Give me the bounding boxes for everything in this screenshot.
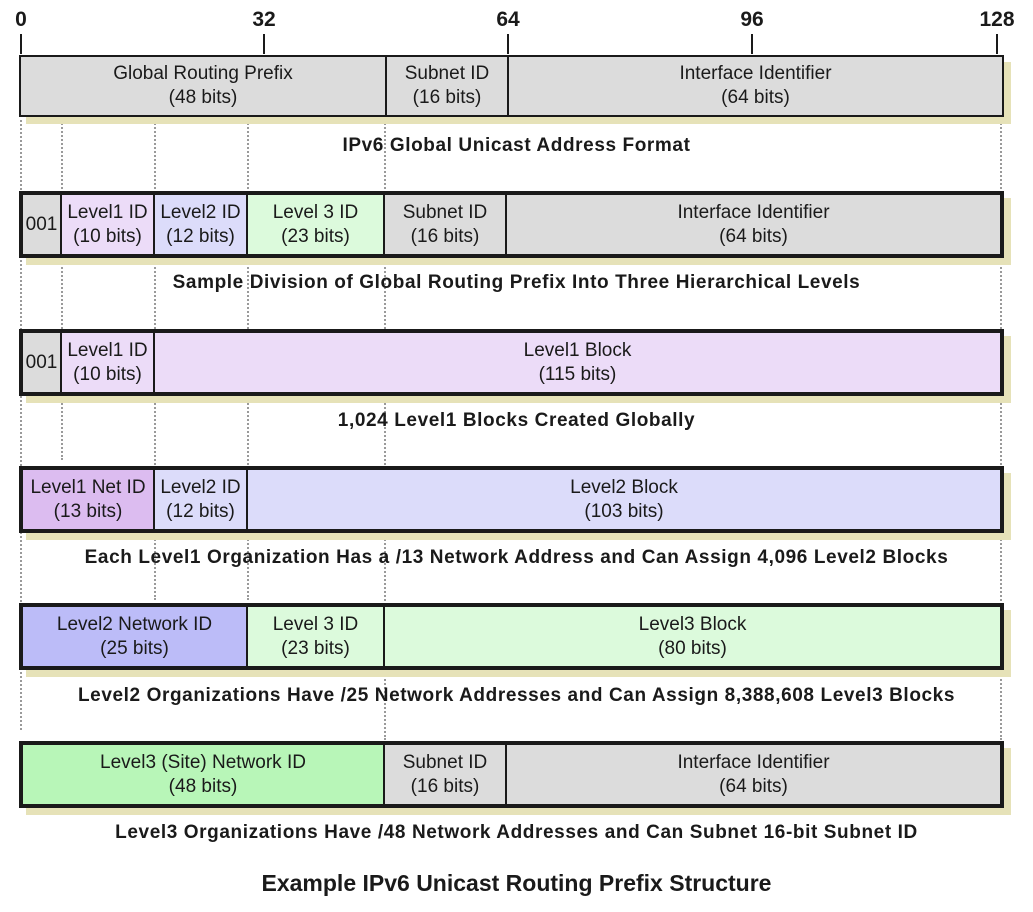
segment-level2-id: Level2 ID (12 bits) <box>155 470 248 529</box>
row-level3-site-network: Level3 (Site) Network ID (48 bits) Subne… <box>19 741 1011 815</box>
segment-bits: (48 bits) <box>168 87 238 108</box>
segment-label: Level2 Network ID <box>56 613 213 635</box>
scale-label-32: 32 <box>252 8 276 31</box>
scale-label-96: 96 <box>740 8 764 31</box>
segment-label: Level1 Net ID <box>30 476 146 498</box>
segment-bits: (25 bits) <box>100 637 169 659</box>
segment-label: Level 3 ID <box>272 201 359 223</box>
segment-label: Subnet ID <box>404 63 490 84</box>
segment-level1-id: Level1 ID (10 bits) <box>62 333 155 392</box>
segment-label: 001 <box>25 351 58 373</box>
scale-tick-64 <box>507 34 509 54</box>
segment-level1-net-id: Level1 Net ID (13 bits) <box>23 470 155 529</box>
address-bar: Level2 Network ID (25 bits) Level 3 ID (… <box>19 603 1004 670</box>
segment-bits: (23 bits) <box>281 637 350 659</box>
segment-bits: (13 bits) <box>53 500 123 522</box>
segment-label: Level2 ID <box>160 201 241 223</box>
segment-bits: (10 bits) <box>73 363 142 385</box>
segment-bits: (23 bits) <box>281 225 350 247</box>
segment-label: Level1 ID <box>67 339 148 361</box>
segment-level2-network-id: Level2 Network ID (25 bits) <box>23 607 248 666</box>
segment-subnet-id: Subnet ID (16 bits) <box>387 57 509 115</box>
segment-level2-id: Level2 ID (12 bits) <box>155 195 248 254</box>
segment-interface-identifier: Interface Identifier (64 bits) <box>507 745 1000 804</box>
scale-label-64: 64 <box>496 8 520 31</box>
segment-bits: (64 bits) <box>719 775 788 797</box>
segment-label: Interface Identifier <box>677 201 830 223</box>
address-bar: Level1 Net ID (13 bits) Level2 ID (12 bi… <box>19 466 1004 533</box>
segment-subnet-id: Subnet ID (16 bits) <box>385 195 507 254</box>
segment-prefix-001: 001 <box>23 333 62 392</box>
segment-label: Subnet ID <box>402 201 488 223</box>
segment-label: Level 3 ID <box>272 613 359 635</box>
segment-interface-identifier: Interface Identifier (64 bits) <box>507 195 1000 254</box>
scale-tick-96 <box>751 34 753 54</box>
segment-bits: (64 bits) <box>721 87 790 108</box>
segment-bits: (16 bits) <box>412 87 482 108</box>
segment-bits: (10 bits) <box>73 225 142 247</box>
scale-tick-128 <box>996 34 998 54</box>
scale-label-128: 128 <box>979 8 1015 31</box>
segment-label: Interface Identifier <box>677 751 830 773</box>
row-caption: Sample Division of Global Routing Prefix… <box>172 272 861 293</box>
segment-interface-identifier: Interface Identifier (64 bits) <box>509 57 1002 115</box>
segment-label: Subnet ID <box>402 751 488 773</box>
segment-label: Level3 Block <box>638 613 747 635</box>
segment-bits: (12 bits) <box>166 500 235 522</box>
segment-label: Interface Identifier <box>679 63 832 84</box>
scale-tick-0 <box>20 34 22 54</box>
segment-label: Level1 Block <box>523 339 632 361</box>
row-caption: Level3 Organizations Have /48 Network Ad… <box>115 822 918 843</box>
segment-bits: (12 bits) <box>166 225 235 247</box>
row-sample-division: 001 Level1 ID (10 bits) Level2 ID (12 bi… <box>19 191 1011 265</box>
segment-label: Level2 ID <box>160 476 241 498</box>
segment-bits: (64 bits) <box>719 225 788 247</box>
segment-level2-block: Level2 Block (103 bits) <box>248 470 1000 529</box>
segment-subnet-id: Subnet ID (16 bits) <box>385 745 507 804</box>
segment-label: Level3 (Site) Network ID <box>100 751 306 773</box>
segment-bits: (16 bits) <box>410 225 480 247</box>
address-bar: Level3 (Site) Network ID (48 bits) Subne… <box>19 741 1004 808</box>
segment-level3-site-network-id: Level3 (Site) Network ID (48 bits) <box>23 745 385 804</box>
scale-tick-32 <box>263 34 265 54</box>
row-caption: Level2 Organizations Have /25 Network Ad… <box>77 685 956 706</box>
segment-level3-id: Level 3 ID (23 bits) <box>248 607 385 666</box>
segment-prefix-001: 001 <box>23 195 62 254</box>
address-bar: Global Routing Prefix (48 bits) Subnet I… <box>19 55 1004 117</box>
segment-bits: (115 bits) <box>538 363 617 385</box>
segment-level3-id: Level 3 ID (23 bits) <box>248 195 385 254</box>
segment-level1-id: Level1 ID (10 bits) <box>62 195 155 254</box>
segment-level3-block: Level3 Block (80 bits) <box>385 607 1000 666</box>
segment-global-routing-prefix: Global Routing Prefix (48 bits) <box>21 57 387 115</box>
row-caption: 1,024 Level1 Blocks Created Globally <box>337 410 696 431</box>
segment-label: Global Routing Prefix <box>113 63 293 84</box>
row-caption: Each Level1 Organization Has a /13 Netwo… <box>84 547 949 568</box>
segment-level1-block: Level1 Block (115 bits) <box>155 333 1000 392</box>
row-level3-blocks: Level2 Network ID (25 bits) Level 3 ID (… <box>19 603 1011 677</box>
guide-line-level1-start <box>61 120 63 460</box>
segment-bits: (103 bits) <box>584 500 664 522</box>
segment-bits: (16 bits) <box>410 775 480 797</box>
guide-line-right <box>1000 120 1002 740</box>
guide-line-subnet-start <box>384 120 386 740</box>
address-bar: 001 Level1 ID (10 bits) Level2 ID (12 bi… <box>19 191 1004 258</box>
segment-bits: (80 bits) <box>658 637 727 659</box>
diagram-title: Example IPv6 Unicast Routing Prefix Stru… <box>261 870 772 896</box>
guide-line-left <box>20 120 22 730</box>
segment-label: Level2 Block <box>570 476 678 498</box>
scale-label-0: 0 <box>15 8 27 31</box>
address-bar: 001 Level1 ID (10 bits) Level1 Block (11… <box>19 329 1004 396</box>
segment-label: 001 <box>25 213 58 235</box>
row-global-unicast-format: Global Routing Prefix (48 bits) Subnet I… <box>19 55 1011 124</box>
row-level2-blocks: Level1 Net ID (13 bits) Level2 ID (12 bi… <box>19 466 1011 540</box>
segment-bits: (48 bits) <box>168 775 238 797</box>
row-level1-blocks: 001 Level1 ID (10 bits) Level1 Block (11… <box>19 329 1011 403</box>
row-caption: IPv6 Global Unicast Address Format <box>342 135 691 156</box>
segment-label: Level1 ID <box>67 201 148 223</box>
